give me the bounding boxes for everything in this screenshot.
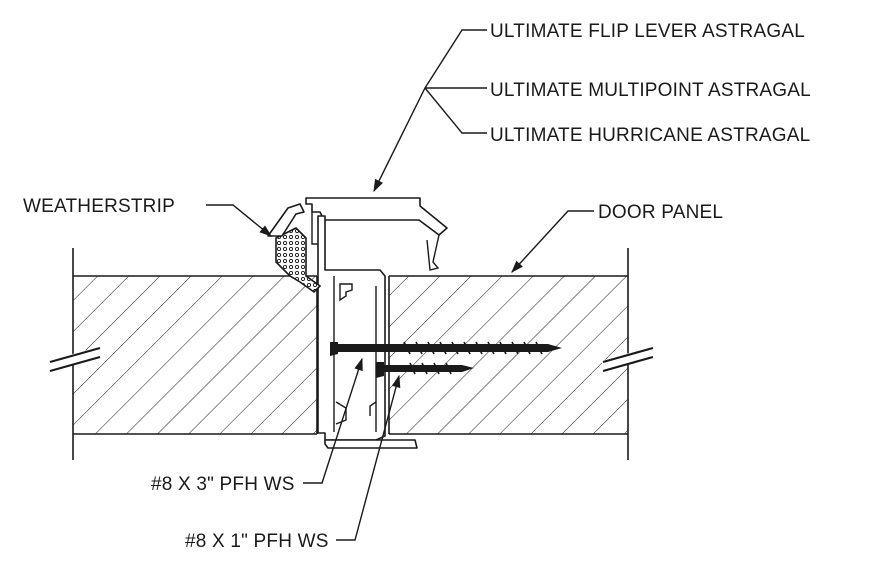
screw-3in xyxy=(330,341,562,356)
screw-1in-leader xyxy=(336,374,401,541)
label-screw-3in: #8 X 3" PFH WS xyxy=(151,474,295,495)
right-break-symbol xyxy=(601,346,655,373)
right-door-panel xyxy=(388,248,629,460)
door-panel-leader xyxy=(511,210,594,273)
screw-3in-leader xyxy=(303,357,363,484)
weatherstrip xyxy=(267,203,322,294)
label-weatherstrip: WEATHERSTRIP xyxy=(23,196,175,217)
astragal-profile xyxy=(305,197,448,449)
screw-1in xyxy=(376,362,474,378)
label-flip-lever-astragal: ULTIMATE FLIP LEVER ASTRAGAL xyxy=(490,21,805,42)
label-door-panel: DOOR PANEL xyxy=(598,202,723,223)
weatherstrip-leader xyxy=(206,204,272,237)
astragal-leaders xyxy=(373,29,487,193)
label-hurricane-astragal: ULTIMATE HURRICANE ASTRAGAL xyxy=(490,125,810,146)
left-break-symbol xyxy=(48,346,102,373)
label-screw-1in: #8 X 1" PFH WS xyxy=(185,531,329,552)
left-door-panel xyxy=(72,248,318,460)
label-multipoint-astragal: ULTIMATE MULTIPOINT ASTRAGAL xyxy=(490,80,811,101)
